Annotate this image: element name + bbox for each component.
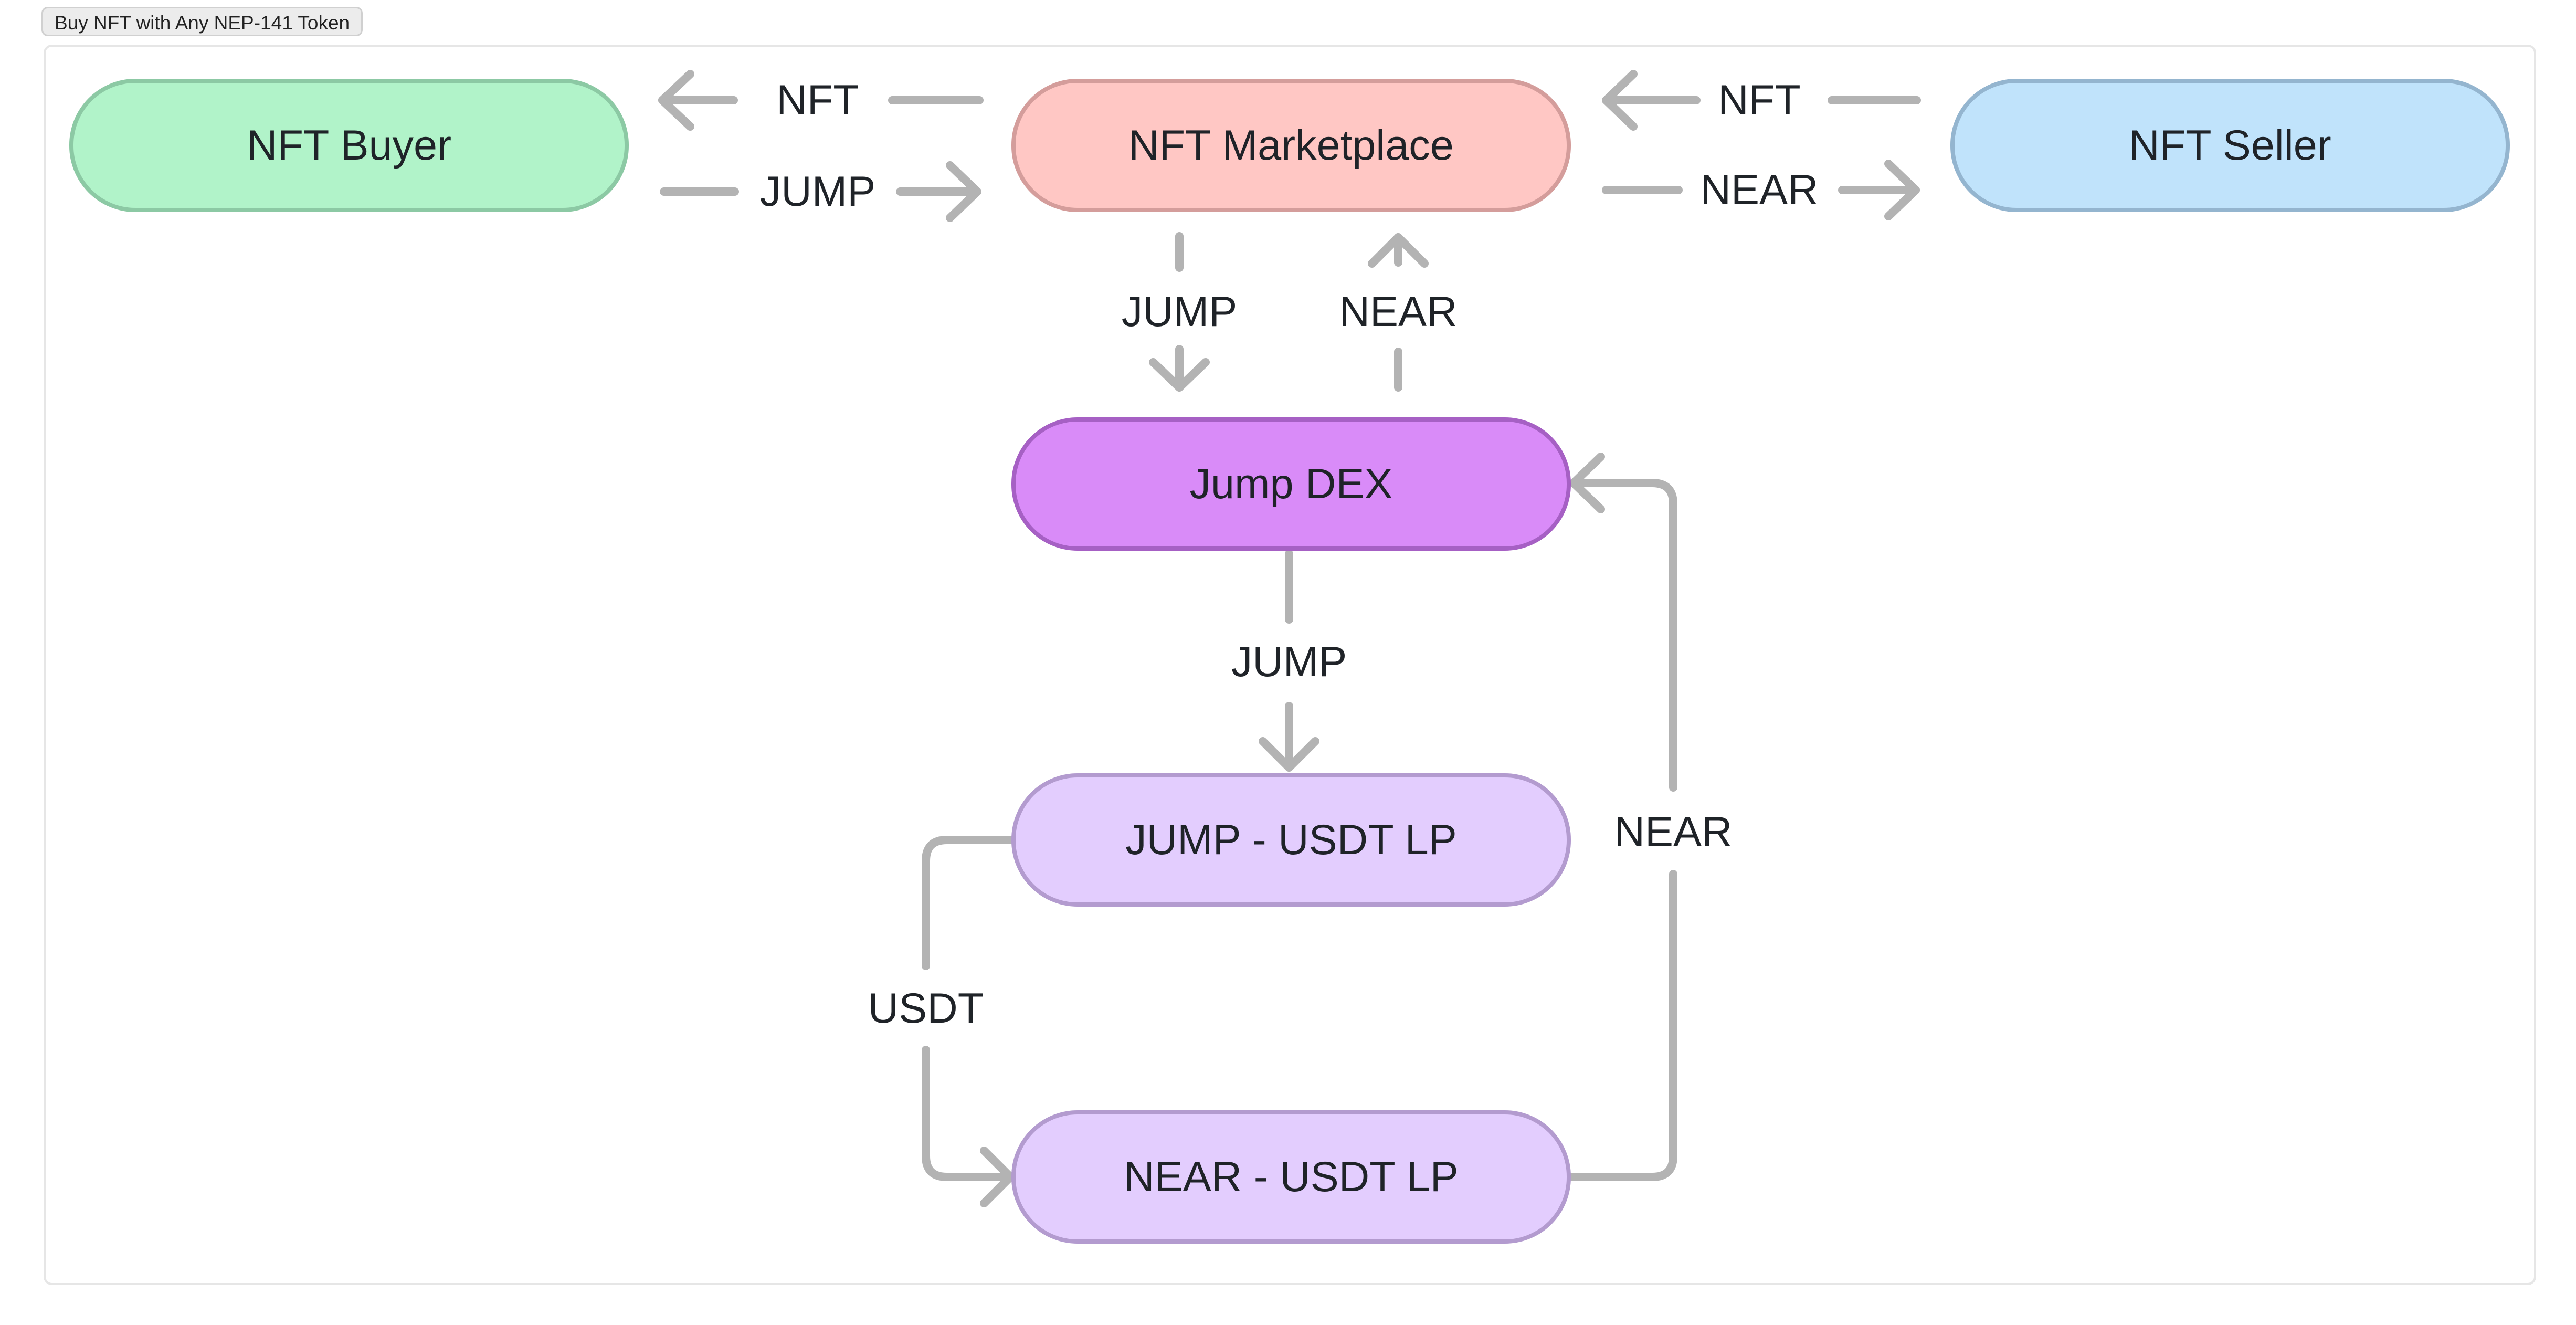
node-jump-usdt-lp: JUMP - USDT LP xyxy=(1011,773,1571,907)
edge-label-near-dex: NEAR xyxy=(1614,808,1732,856)
diagram-frame xyxy=(44,45,2536,1285)
edge-usdt-to-near-lp xyxy=(922,836,1016,1207)
edge-jump-to-marketplace xyxy=(660,161,981,222)
diagram-title-tag: Buy NFT with Any NEP-141 Token xyxy=(41,7,363,36)
edge-label-usdt: USDT xyxy=(868,985,984,1032)
edge-label-nft-buyer: NFT xyxy=(776,77,859,124)
edge-label-jump-marketplace: JUMP xyxy=(760,168,876,215)
edge-near-to-marketplace xyxy=(1368,233,1429,392)
edge-jump-to-dex xyxy=(1149,232,1210,392)
edge-jump-to-lp xyxy=(1259,550,1319,772)
edge-label-near-seller: NEAR xyxy=(1700,166,1818,214)
edge-label-nft-marketplace: NFT xyxy=(1718,77,1800,124)
edge-nft-to-marketplace xyxy=(1602,70,1921,131)
edge-label-jump-dex: JUMP xyxy=(1122,288,1238,335)
node-nft-buyer: NFT Buyer xyxy=(69,79,629,212)
node-nft-marketplace: NFT Marketplace xyxy=(1011,79,1571,212)
node-jump-dex: Jump DEX xyxy=(1011,417,1571,551)
edge-label-jump-lp: JUMP xyxy=(1231,638,1347,686)
edge-nft-to-buyer xyxy=(658,70,984,131)
edge-label-near-marketplace: NEAR xyxy=(1339,288,1457,335)
edge-near-to-seller xyxy=(1602,160,1920,220)
edge-near-to-dex xyxy=(1566,453,1677,1181)
node-nft-seller: NFT Seller xyxy=(1950,79,2510,212)
node-near-usdt-lp: NEAR - USDT LP xyxy=(1011,1110,1571,1244)
